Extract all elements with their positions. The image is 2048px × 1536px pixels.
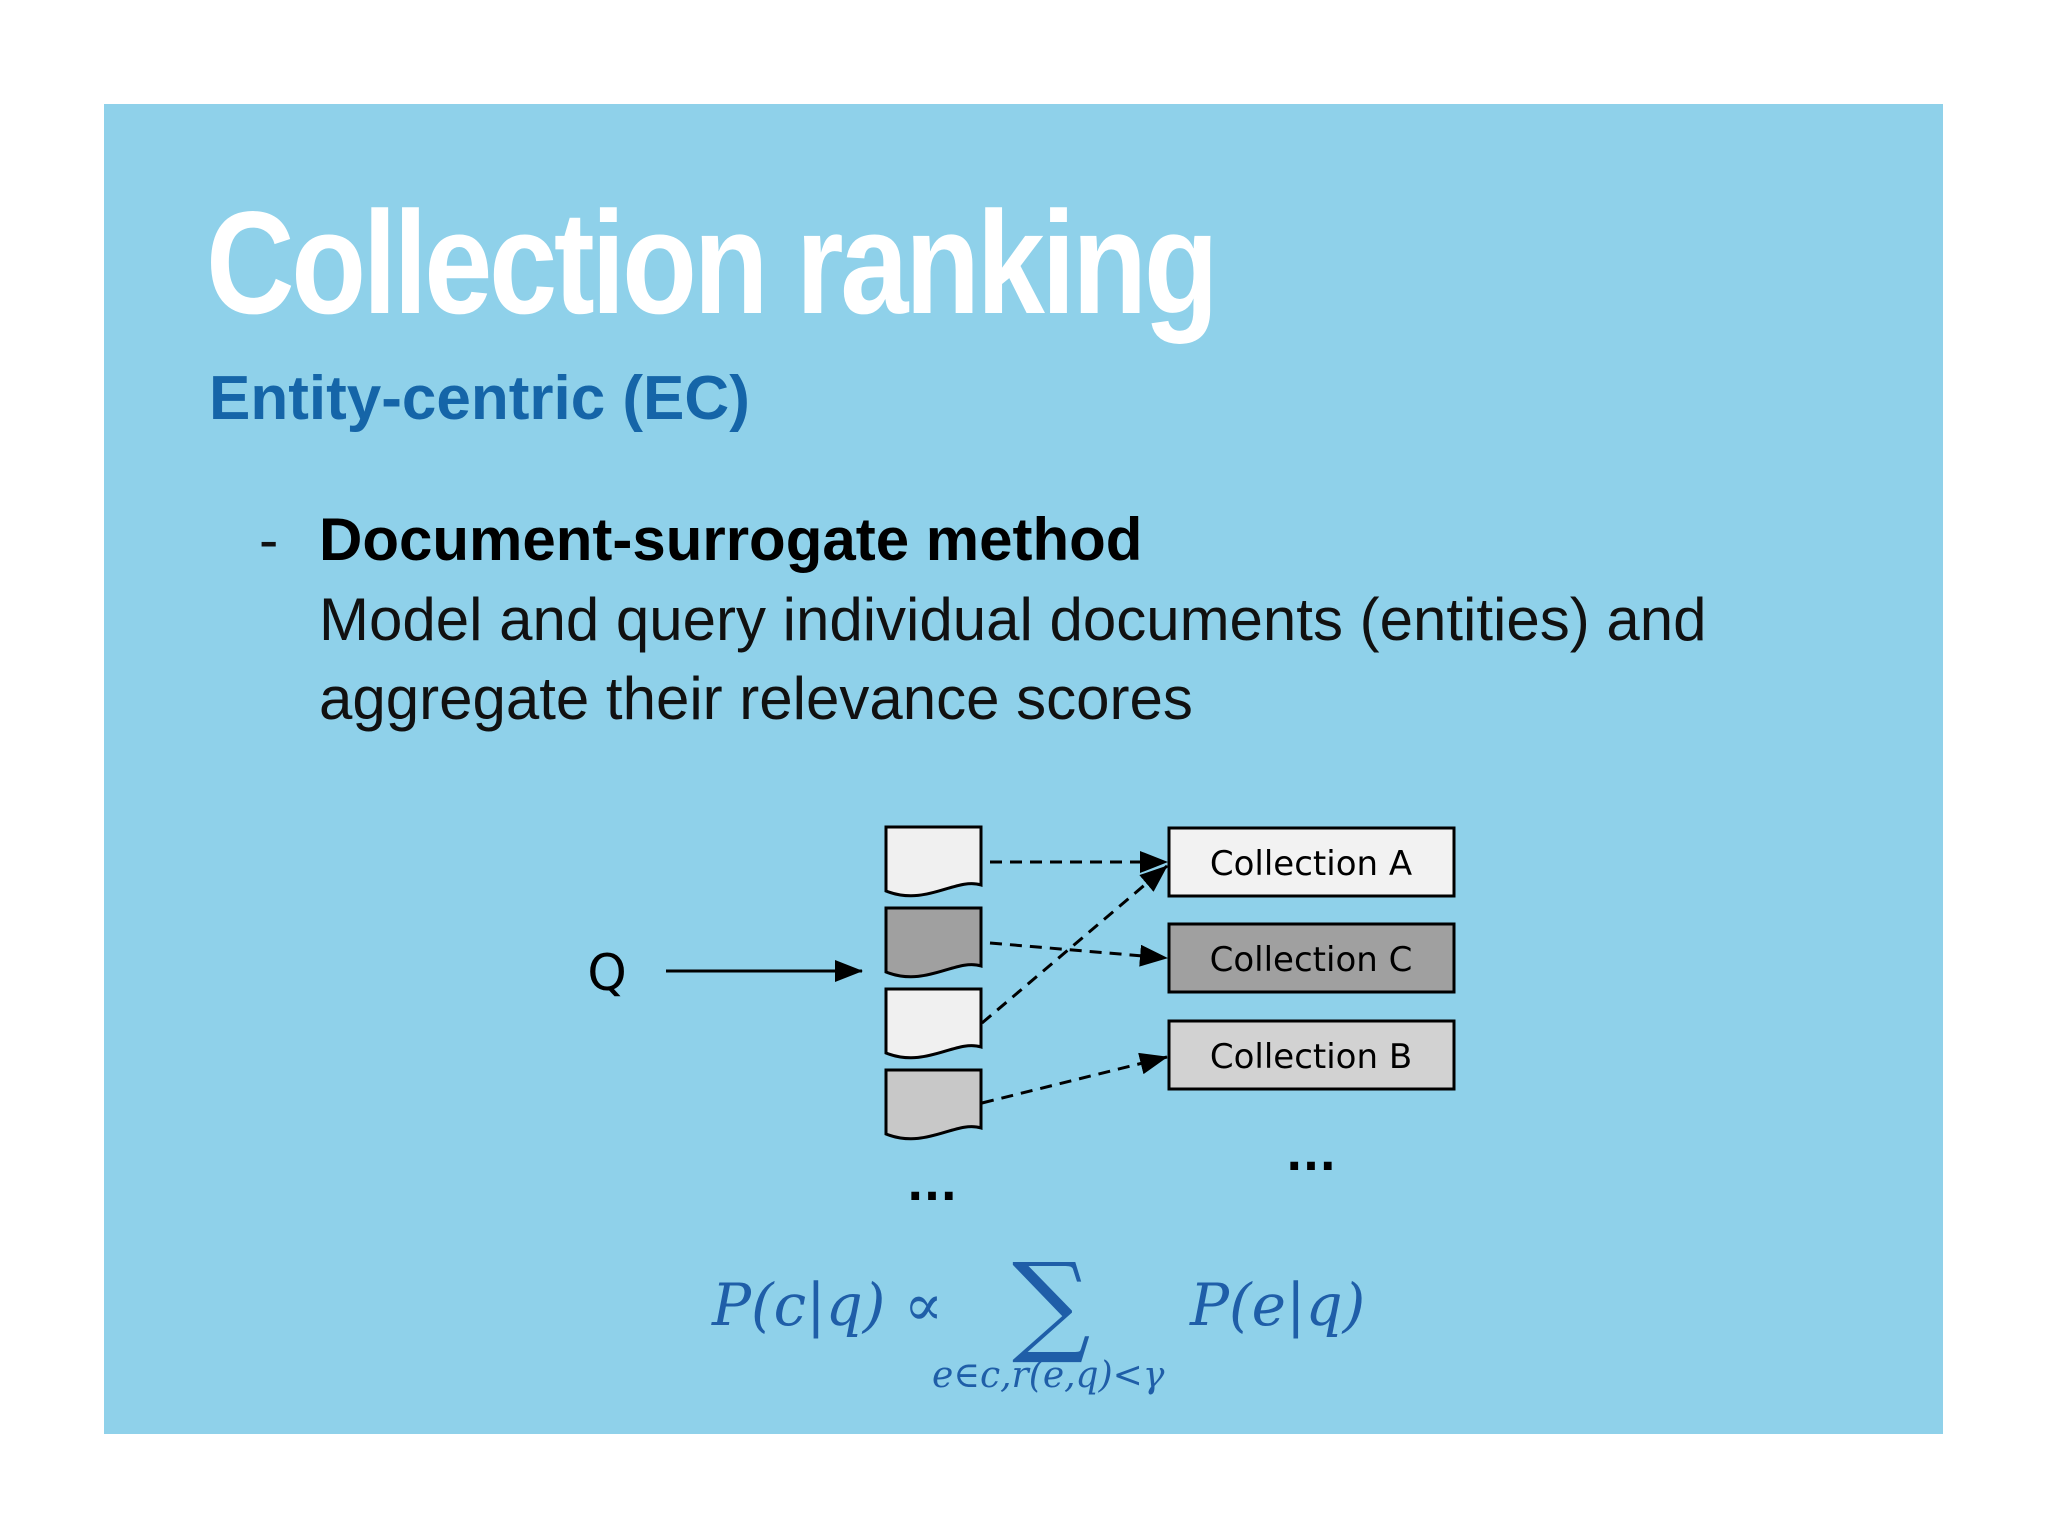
- collection-label: Collection B: [1210, 1037, 1412, 1077]
- slide-title: Collection ranking: [206, 181, 1219, 344]
- document-icon: [884, 906, 983, 979]
- collection-box-rect: [1167, 1019, 1456, 1091]
- formula-subscript: e∈c,r(e,q)<γ: [932, 1355, 1165, 1396]
- collection-box: Collection B: [1167, 1019, 1456, 1091]
- collection-box: Collection A: [1167, 826, 1456, 898]
- collection-box: Collection C: [1167, 922, 1456, 994]
- bullet-heading: Document-surrogate method: [319, 506, 1143, 573]
- documents-ellipsis: ...: [907, 1160, 957, 1211]
- document-icon: [884, 1068, 983, 1141]
- collections-ellipsis: ...: [1286, 1130, 1336, 1181]
- collection-label: Collection A: [1210, 844, 1412, 884]
- bullet-marker: -: [259, 508, 279, 573]
- slide-background: [104, 104, 1943, 1434]
- collection-box-rect: [1167, 826, 1456, 898]
- collection-label: Collection C: [1210, 940, 1413, 980]
- bullet-body: Model and query individual documents (en…: [319, 586, 1707, 732]
- query-label: Q: [587, 944, 626, 1002]
- dashed-arrow-doc2-to-collection-c: [989, 941, 1168, 967]
- document-icon: [884, 987, 983, 1060]
- slide-subtitle: Entity-centric (EC): [209, 364, 750, 433]
- collection-box-rect: [1167, 922, 1456, 994]
- document-icon: [884, 825, 983, 898]
- formula-sum-symbol: ∑: [1012, 1239, 1091, 1367]
- dashed-arrow-doc3-to-collection-a: [981, 864, 1168, 1025]
- formula-lhs: P(c|q) ∝: [712, 1271, 944, 1339]
- formula-rhs: P(e|q): [1190, 1271, 1366, 1339]
- dashed-arrow-doc4-to-collection-b: [981, 1052, 1168, 1105]
